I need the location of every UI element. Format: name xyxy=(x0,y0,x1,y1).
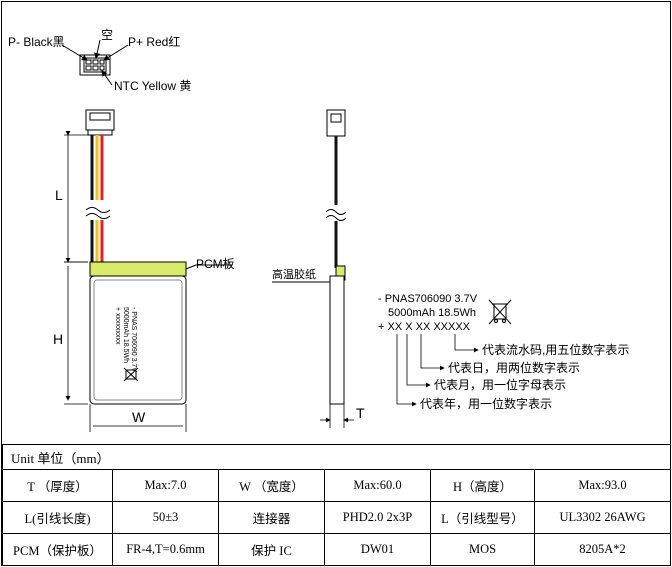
dimension-l xyxy=(64,131,88,263)
cell-body xyxy=(89,275,187,405)
table-row: T （厚度） Max:7.0 W （宽度） Max:60.0 H（高度） Max… xyxy=(2,469,672,502)
label-p-minus: P- Black黑 xyxy=(8,35,65,49)
cell-print: - PNAS 706090 3.7V 5000mAh 18.5Wh + xxxx… xyxy=(114,307,137,372)
label-ntc: NTC Yellow 黄 xyxy=(114,79,191,93)
cell-value: UL3302 26AWG xyxy=(533,501,672,534)
recycle-bin-icon xyxy=(123,367,139,382)
cell-label: W （宽度） xyxy=(218,469,325,502)
svg-text:5000mAh 18.5Wh: 5000mAh 18.5Wh xyxy=(122,307,129,363)
cell-label: PCM（保护板） xyxy=(2,533,113,566)
cell-value: Max:60.0 xyxy=(324,469,431,502)
battery-drawing: P- Black黑 空 P+ Red红 NTC Yellow 黄 - PNAS … xyxy=(8,28,629,432)
pcm-board xyxy=(89,261,187,277)
side-view xyxy=(272,109,347,405)
label-capacity: 5000mAh 18.5Wh xyxy=(388,307,476,319)
cell-value: Max:7.0 xyxy=(112,469,219,502)
table-row: L(引线长度) 50±3 连接器 PHD2.0 2x3P L（引线型号） UL3… xyxy=(2,501,672,534)
code-leaders xyxy=(396,334,479,407)
front-view: - PNAS 706090 3.7V 5000mAh 18.5Wh + xxxx… xyxy=(85,109,232,405)
cell-label: 连接器 xyxy=(218,501,325,534)
cell-side xyxy=(329,275,345,405)
legend-day: 代表日，用两位数字表示 xyxy=(448,360,580,375)
label-model: - PNAS706090 3.7V xyxy=(378,293,478,305)
spec-table: Unit 单位（mm） T （厚度） Max:7.0 W （宽度） Max:60… xyxy=(1,444,672,566)
callout-tape: 高温胶纸 xyxy=(272,267,316,281)
dim-label-h: H xyxy=(53,331,63,347)
dimension-h xyxy=(64,261,88,405)
connector-top-view xyxy=(61,39,129,86)
svg-text:+ xxxxxxxxx: + xxxxxxxxx xyxy=(114,307,121,345)
cell-value: 8205A*2 xyxy=(533,533,672,566)
dim-label-l: L xyxy=(55,187,63,203)
dimension-t xyxy=(320,404,354,428)
dim-label-w: W xyxy=(132,409,146,425)
spec-header: Unit 单位（mm） xyxy=(1,444,672,470)
label-code: + XX X XX XXXXX xyxy=(378,321,471,333)
dimension-w xyxy=(89,404,187,432)
cell-label: T （厚度） xyxy=(2,469,113,502)
weee-bin-icon xyxy=(488,299,512,325)
legend-serial: 代表流水码,用五位数字表示 xyxy=(482,342,629,357)
cell-value: DW01 xyxy=(324,533,431,566)
cell-value: 50±3 xyxy=(112,501,219,534)
cell-label: 保护 IC xyxy=(218,533,325,566)
cell-value: Max:93.0 xyxy=(533,469,672,502)
cell-label: H（高度） xyxy=(430,469,535,502)
table-row: PCM（保护板） FR-4,T=0.6mm 保护 IC DW01 MOS 820… xyxy=(2,533,672,566)
cell-label: L（引线型号） xyxy=(430,501,535,534)
cell-value: PHD2.0 2x3P xyxy=(324,501,431,534)
cell-value: FR-4,T=0.6mm xyxy=(112,533,219,566)
cell-label: L(引线长度) xyxy=(2,501,113,534)
label-empty: 空 xyxy=(101,28,113,42)
legend-month: 代表月，用一位字母表示 xyxy=(434,377,566,392)
legend-year: 代表年，用一位数字表示 xyxy=(420,396,552,411)
callout-pcm: PCM板 xyxy=(196,257,235,271)
svg-text:- PNAS 706090 3.7V: - PNAS 706090 3.7V xyxy=(130,307,137,372)
label-p-plus: P+ Red红 xyxy=(128,34,180,49)
cell-label: MOS xyxy=(430,533,535,566)
dim-label-t: T xyxy=(356,405,365,421)
